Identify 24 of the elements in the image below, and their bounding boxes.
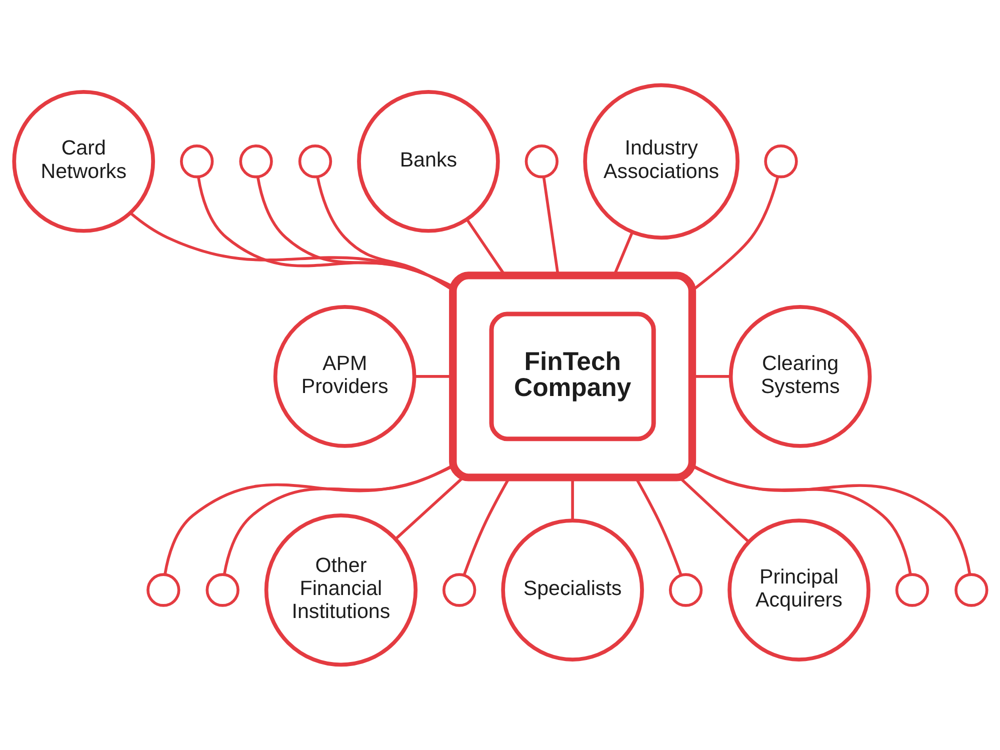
node-circle [205, 573, 239, 607]
connector [414, 375, 452, 378]
node-circle [298, 144, 332, 178]
node-circle [238, 144, 272, 178]
node-circle: Industry Associations [582, 83, 739, 240]
node-circle [764, 144, 798, 178]
node-circle [180, 144, 214, 178]
node-circle [442, 573, 476, 607]
node-circle: Card Networks [12, 90, 155, 233]
node-circle: Other Financial Institutions [264, 513, 418, 667]
node-circle: APM Providers [272, 305, 416, 448]
node-circle: Specialists [500, 518, 644, 662]
node-box: FinTech Company [488, 312, 656, 442]
cluster [448, 272, 696, 482]
node-circle: Banks [356, 90, 500, 233]
node-circle [894, 573, 929, 607]
node-circle [668, 573, 702, 607]
node-circle [524, 144, 558, 178]
node-circle: Principal Acquirers [727, 518, 870, 662]
connector [394, 476, 464, 540]
node-circle [954, 573, 988, 607]
node-circle: Clearing Systems [728, 305, 872, 448]
connector [163, 464, 454, 575]
node-circle [146, 573, 180, 607]
